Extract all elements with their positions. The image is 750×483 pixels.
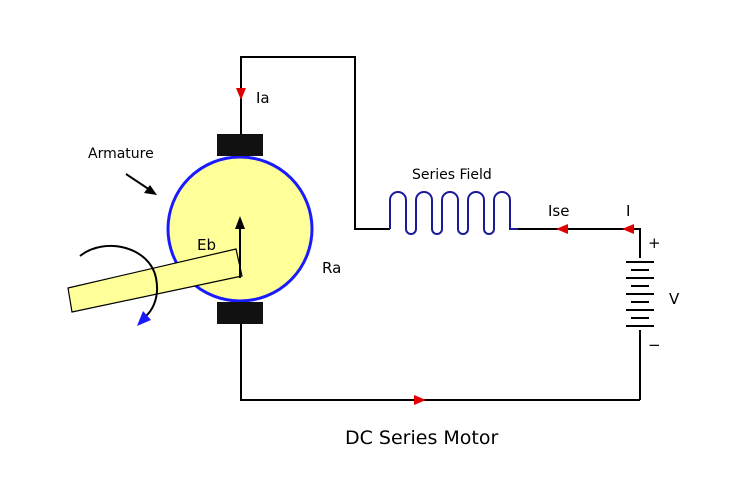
brush-bottom bbox=[217, 302, 263, 324]
label-ia: Ia bbox=[256, 89, 270, 107]
wire-top bbox=[240, 56, 390, 230]
battery-icon bbox=[626, 261, 654, 327]
label-plus: + bbox=[648, 234, 661, 252]
caption: DC Series Motor bbox=[345, 427, 498, 449]
wire-bottom bbox=[240, 323, 640, 401]
label-series-field: Series Field bbox=[412, 167, 492, 183]
armature-pointer-arrow-icon bbox=[125, 173, 157, 195]
current-arrow-ise bbox=[556, 224, 568, 234]
series-field-coil bbox=[389, 191, 518, 235]
label-i: I bbox=[626, 202, 630, 220]
current-arrow-i bbox=[622, 224, 634, 234]
current-arrow-ia bbox=[236, 88, 246, 100]
coil-icon bbox=[389, 191, 518, 235]
shaft bbox=[67, 248, 243, 313]
label-minus: − bbox=[648, 336, 661, 354]
label-eb: Eb bbox=[197, 236, 216, 254]
label-armature: Armature bbox=[88, 146, 154, 162]
current-arrow-bottom bbox=[414, 395, 426, 405]
label-ra: Ra bbox=[322, 259, 341, 277]
current-arrows bbox=[236, 88, 634, 405]
label-v: V bbox=[669, 290, 680, 308]
rotation-arrow-icon bbox=[79, 244, 158, 326]
label-ise: Ise bbox=[548, 202, 569, 220]
brush-top bbox=[217, 134, 263, 156]
wire-right bbox=[518, 228, 641, 258]
eb-arrow-icon bbox=[235, 216, 245, 278]
